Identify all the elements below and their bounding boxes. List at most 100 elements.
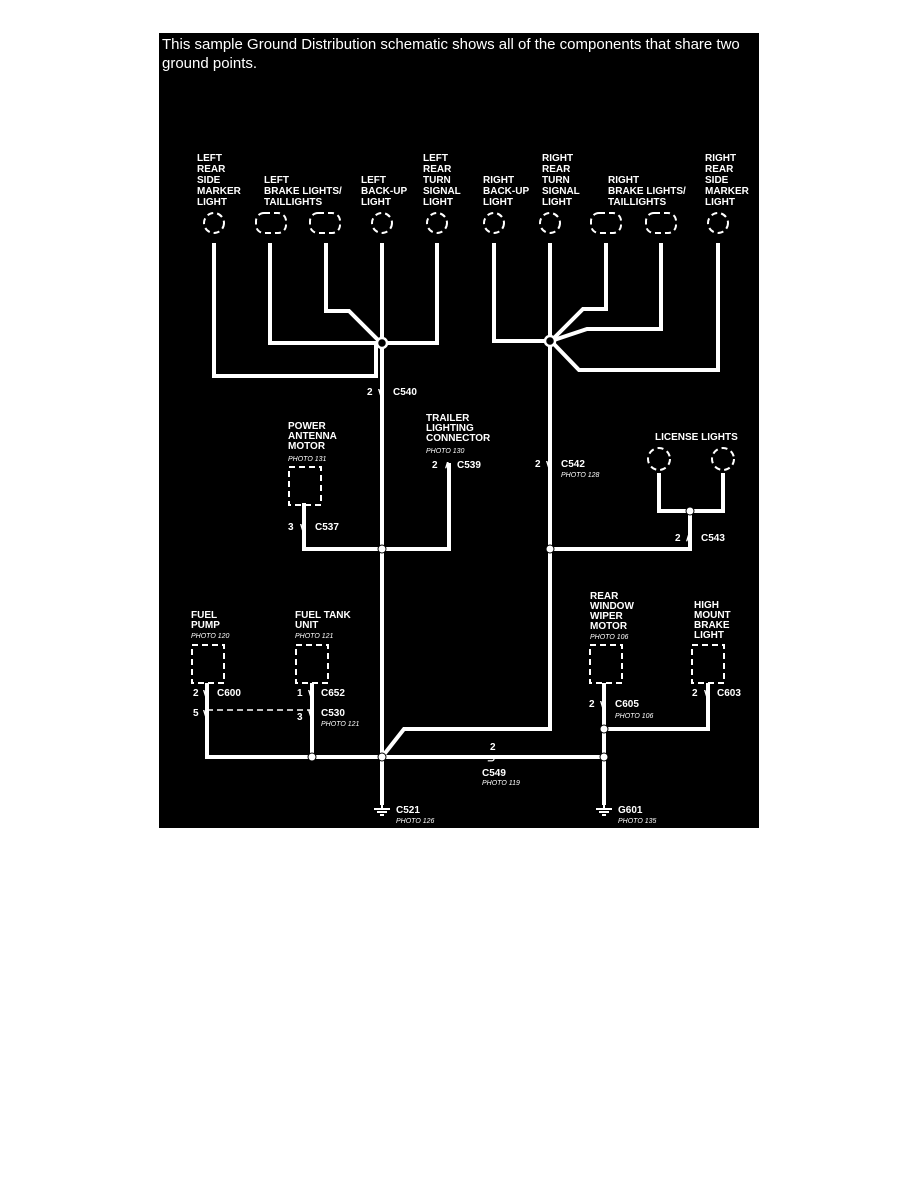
label-c549: C549 [482,768,506,779]
connector-c539-icon: ∧ [444,460,451,471]
connector-symbols: ∨ ∨ ∨ ∧ ∧ ∨ ∨ ∨ ∨ ∨ ∨ ⊃ [202,387,710,765]
photo-trailer-connector: PHOTO 130 [426,448,464,455]
connector-c537-icon: ∨ [299,522,306,533]
pin-c600: 2 [193,688,199,699]
pin-c549: 2 [490,742,496,753]
lamp-icon [711,447,735,471]
junction-wiper [599,724,609,734]
lamp-icon [483,212,505,234]
wire-right-backup [492,243,547,343]
wire-fuel-pump [205,683,382,759]
label-g601: G601 [618,805,643,816]
connector-c549-icon: ⊃ [487,754,495,765]
connector-c600-icon: ∨ [202,688,209,699]
pin-c537: 3 [288,522,294,533]
junction-left-mid [377,544,387,554]
label-c603: C603 [717,688,741,699]
schematic-panel: This sample Ground Distribution schemati… [159,33,759,828]
lamps [203,212,735,471]
wire-left-brake-1 [268,243,381,345]
label-high-mount-brake-light: HIGH MOUNT BRAKE LIGHT [694,600,733,641]
ground-g601-icon [596,805,612,816]
connector-c605-icon: ∨ [599,699,606,710]
wire-right-trunk [380,341,552,759]
wire-high-mount [604,683,710,731]
wire-license-down [550,511,692,551]
lamp-icon [255,212,287,234]
wire-left-turn [385,243,439,345]
label-left-rear-turn-signal: LEFT REAR TURN SIGNAL LIGHT [423,153,463,208]
junction-fuel-tank [307,752,317,762]
fuel-tank-box [295,644,329,684]
wire-license-1 [657,473,690,513]
connector-c603-icon: ∨ [703,688,710,699]
junction-c521 [377,752,387,762]
label-power-antenna-motor: POWER ANTENNA MOTOR [288,421,339,452]
label-c605: C605 [615,699,639,710]
lamp-icon [645,212,677,234]
wire-right-brake-1 [549,243,608,343]
label-c539: C539 [457,460,481,471]
photo-c542: PHOTO 128 [561,472,599,479]
junction-license [685,506,695,516]
junction-g601 [599,752,609,762]
lamp-icon [647,447,671,471]
wires [205,243,725,805]
label-left-backup-light: LEFT BACK-UP LIGHT [361,175,410,208]
label-right-backup-light: RIGHT BACK-UP LIGHT [483,175,532,208]
diagram-caption: This sample Ground Distribution schemati… [162,36,740,72]
pin-c530-left: 5 [193,708,199,719]
pin-c603: 2 [692,688,698,699]
pin-c542: 2 [535,459,541,470]
label-c521: C521 [396,805,420,816]
lamp-icon [371,212,393,234]
connector-c652-icon: ∨ [307,688,314,699]
label-fuel-pump: FUEL PUMP [191,610,220,631]
lamp-icon [203,212,225,234]
junction-right-splice [543,334,557,348]
photo-g601: PHOTO 135 [618,818,656,825]
label-rear-window-wiper-motor: REAR WINDOW WIPER MOTOR [590,591,637,632]
wire-left-brake-2 [324,243,383,345]
lamp-icon [309,212,341,234]
photo-c549: PHOTO 119 [482,780,520,787]
connector-c540-icon: ∨ [377,387,384,398]
label-c652: C652 [321,688,345,699]
wire-right-marker [549,243,720,372]
pin-c543: 2 [675,533,681,544]
wire-trailer [382,463,451,551]
fuel-pump-box [191,644,225,684]
lamp-icon [707,212,729,234]
label-left-rear-side-marker: LEFT REAR SIDE MARKER LIGHT [197,153,244,208]
lamp-icon [539,212,561,234]
wire-left-marker [212,243,378,378]
junctions [307,334,695,762]
wire-right-brake-2 [550,243,663,343]
label-license-lights: LICENSE LIGHTS [655,432,738,443]
power-antenna-box [288,466,322,506]
wire-power-antenna [302,503,382,551]
photo-fuel-tank-unit: PHOTO 121 [295,633,333,640]
label-trailer-lighting-connector: TRAILER LIGHTING CONNECTOR [426,413,491,444]
label-right-rear-side-marker: RIGHT REAR SIDE MARKER LIGHT [705,153,752,208]
label-c540: C540 [393,387,417,398]
photo-power-antenna: PHOTO 131 [288,456,326,463]
ground-distribution-schematic: ∨ ∨ ∨ ∧ ∧ ∨ ∨ ∨ ∨ ∨ ∨ ⊃ LEFT REAR SIDE M… [191,153,752,825]
label-left-brake-taillights: LEFT BRAKE LIGHTS/ TAILLIGHTS [264,175,345,208]
connector-c543-icon: ∧ [685,533,692,544]
label-fuel-tank-unit: FUEL TANK UNIT [295,610,354,631]
label-c542: C542 [561,459,585,470]
photo-c530: PHOTO 121 [321,721,359,728]
photo-c521: PHOTO 126 [396,818,434,825]
label-c543: C543 [701,533,725,544]
pin-c652: 1 [297,688,303,699]
connector-c530-right-icon: ∨ [307,708,314,719]
junction-left-splice [375,336,389,350]
junction-right-mid [545,544,555,554]
label-c537: C537 [315,522,339,533]
label-c600: C600 [217,688,241,699]
photo-rear-wiper: PHOTO 106 [590,634,628,641]
pin-c539: 2 [432,460,438,471]
photo-fuel-pump: PHOTO 120 [191,633,229,640]
ground-c521-icon [374,805,390,816]
